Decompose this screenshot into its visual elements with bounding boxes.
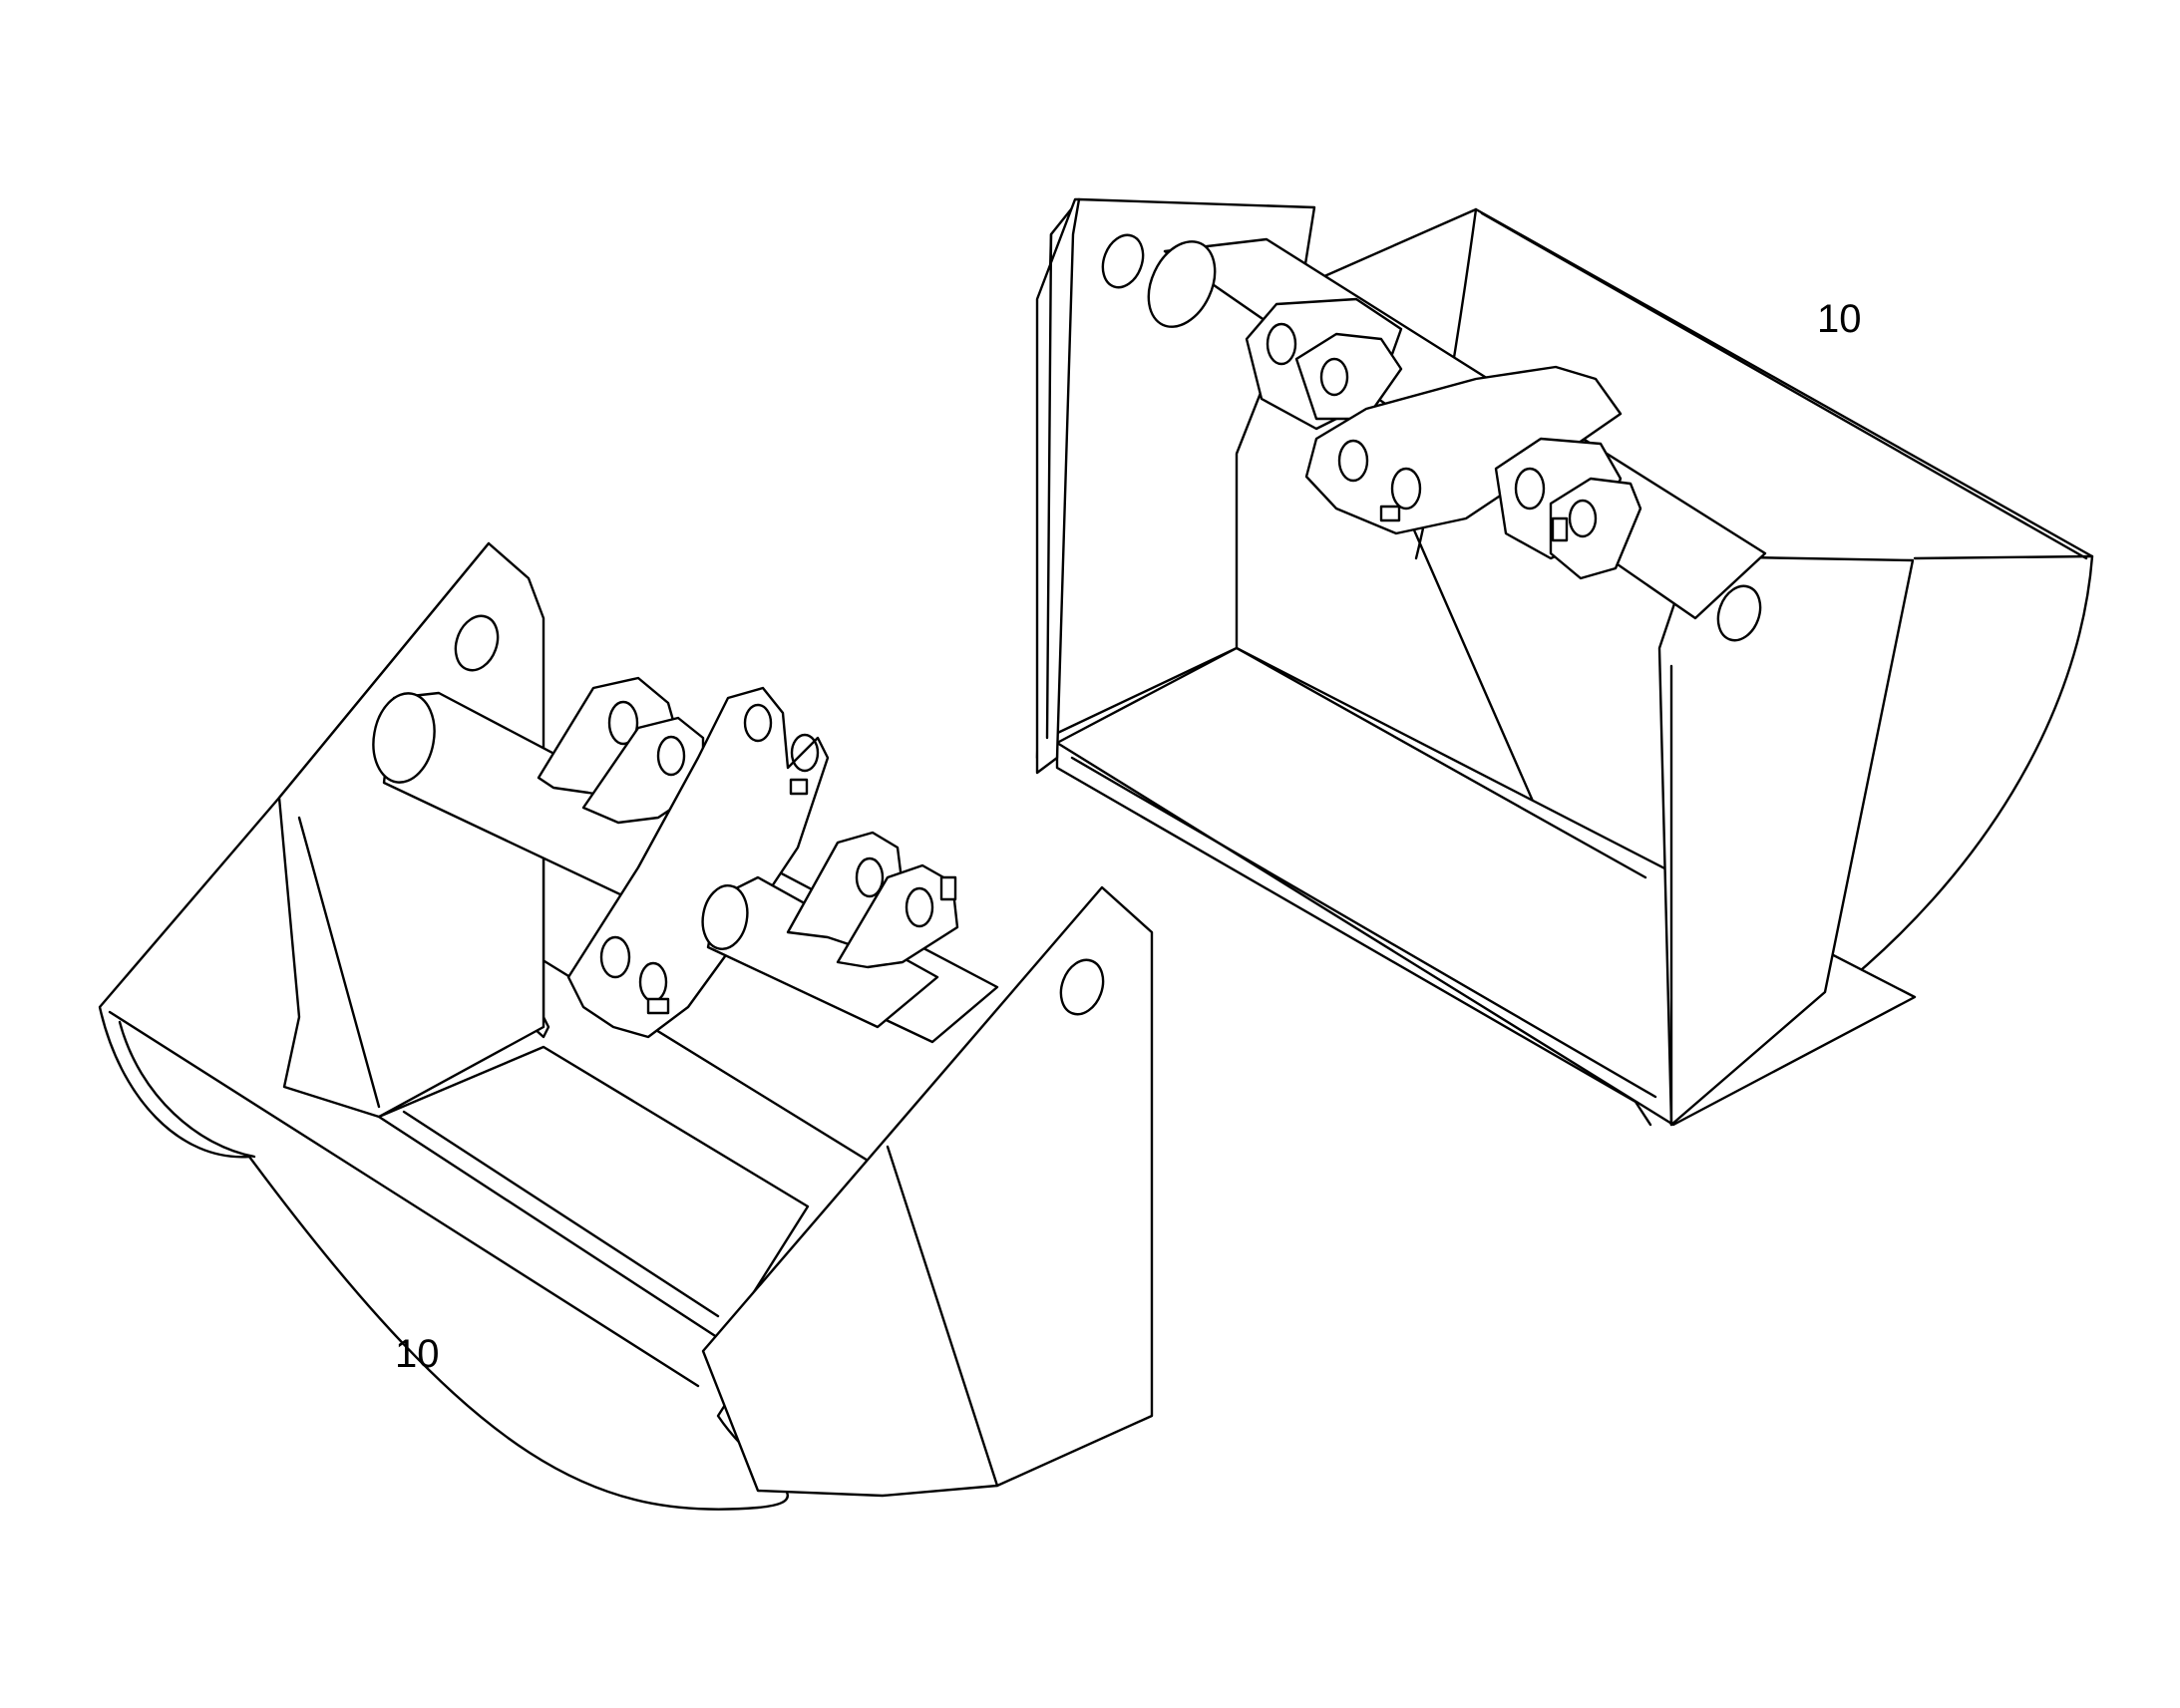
bucket-right bbox=[1035, 197, 2094, 1127]
bucket-left-right-plate bbox=[701, 885, 1154, 1498]
bucket-left bbox=[98, 541, 1154, 1511]
bucket-right-lug-2 bbox=[1294, 332, 1403, 421]
bucket-right-lug-4 bbox=[1549, 477, 1642, 580]
bucket-left-left-plate bbox=[277, 541, 545, 1119]
bucket-left-floor bbox=[377, 1045, 810, 1343]
callout-label-right: 10 bbox=[1817, 297, 1862, 341]
bucket-right-rocker bbox=[1304, 365, 1623, 535]
bucket-left-rocker bbox=[566, 686, 830, 1039]
callout-label-left: 10 bbox=[395, 1332, 440, 1376]
